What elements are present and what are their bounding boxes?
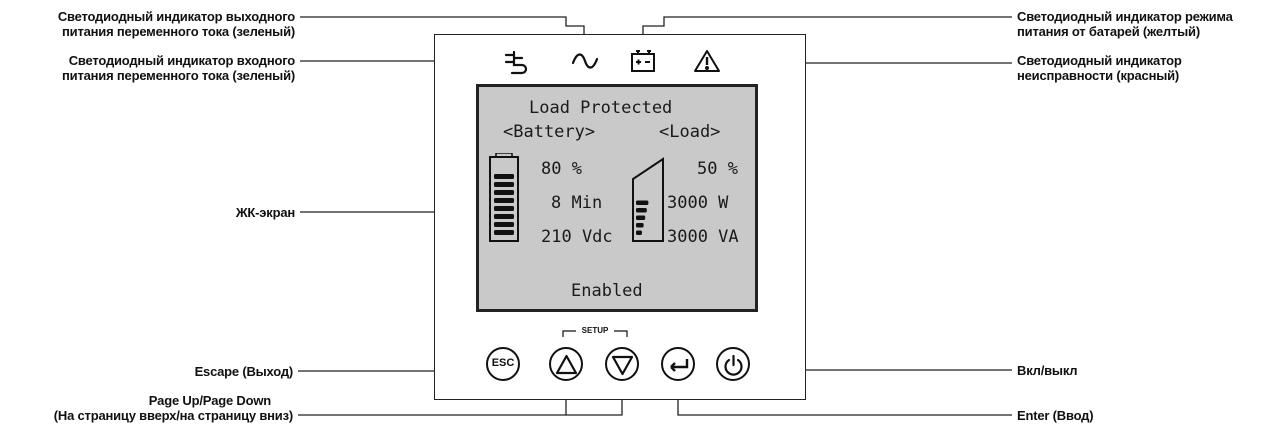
load-level-bar [636, 215, 646, 220]
callout-text: ЖК-экран [235, 205, 295, 220]
load-level-bar [636, 230, 642, 235]
battery-level-bar [494, 206, 514, 211]
battery-level-bar [494, 198, 514, 203]
esc-button[interactable]: ESC [486, 347, 520, 381]
page-up-button[interactable] [549, 347, 583, 381]
callout-text: Светодиодный индикатор входного [68, 53, 295, 68]
callout-text: Светодиодный индикатор выходного [57, 9, 295, 24]
callout-ac-output: Светодиодный индикатор выходного питания… [0, 9, 295, 39]
callout-text: питания переменного тока (зеленый) [62, 68, 295, 83]
lcd-watts: 3000 W [667, 193, 729, 213]
callout-fault: Светодиодный индикатор неисправности (кр… [1017, 53, 1182, 83]
callout-text: Enter (Ввод) [1017, 408, 1094, 423]
callout-text: Вкл/выкл [1017, 363, 1078, 378]
lcd-battery-percent: 80 % [541, 159, 582, 179]
lcd-screen: Load Protected <Battery> <Load> 80 % 8 M… [476, 84, 758, 312]
esc-button-label: ESC [491, 357, 515, 369]
page-down-button[interactable] [605, 347, 639, 381]
battery-level-bar [494, 230, 514, 235]
power-icon [724, 354, 743, 376]
battery-level-bar [494, 214, 514, 219]
callout-onoff: Вкл/выкл [1017, 363, 1078, 378]
plug-icon [502, 46, 532, 76]
battery-level-bar [494, 182, 514, 187]
callout-text: Page Up/Page Down [148, 393, 271, 408]
battery-gauge [489, 153, 519, 242]
battery-level-bar [494, 190, 514, 195]
callout-text: неисправности (красный) [1017, 68, 1180, 83]
callout-escape: Escape (Выход) [0, 364, 294, 379]
callout-text: Светодиодный индикатор режима [1017, 9, 1233, 24]
callout-text: (На страницу вверх/на страницу вниз) [53, 408, 293, 423]
load-level-bars [636, 200, 649, 235]
lcd-va: 3000 VA [667, 227, 739, 247]
callout-text: Escape (Выход) [194, 364, 294, 379]
callout-text: Светодиодный индикатор [1017, 53, 1182, 68]
battery-level-bars [494, 174, 514, 235]
callout-enter: Enter (Ввод) [1017, 408, 1094, 423]
callout-text: питания от батарей (желтый) [1017, 24, 1200, 39]
battery-icon [628, 46, 658, 76]
lcd-status: Enabled [571, 281, 643, 301]
power-button[interactable] [716, 347, 750, 381]
load-level-bar [636, 200, 649, 205]
lcd-voltage: 210 Vdc [541, 227, 613, 247]
load-level-bar [636, 223, 644, 228]
lcd-load-percent: 50 % [697, 159, 738, 179]
enter-return-icon [670, 359, 689, 372]
leader-ac-output [300, 16, 585, 40]
load-level-bar [636, 208, 647, 213]
leader-battery-mode [642, 16, 1012, 40]
callout-page-updown: Page Up/Page Down (На страницу вверх/на … [0, 393, 293, 423]
load-gauge [632, 157, 664, 242]
triangle-up-icon [555, 354, 578, 375]
warning-triangle-icon [692, 46, 722, 76]
setup-bracket: SETUP [562, 326, 628, 338]
callout-lcd: ЖК-экран [0, 205, 295, 220]
triangle-down-icon [611, 355, 634, 376]
lcd-title: Load Protected [529, 98, 673, 118]
enter-button[interactable] [661, 347, 695, 381]
sine-wave-icon [570, 46, 600, 76]
lcd-battery-header: <Battery> [503, 122, 596, 142]
lcd-runtime: 8 Min [551, 193, 603, 213]
setup-label: SETUP [581, 326, 609, 335]
callout-ac-input: Светодиодный индикатор входного питания … [0, 53, 295, 83]
battery-level-bar [494, 222, 514, 227]
lcd-load-header: <Load> [659, 122, 721, 142]
battery-level-bar [494, 174, 514, 179]
callout-text: питания переменного тока (зеленый) [62, 24, 295, 39]
callout-battery-mode: Светодиодный индикатор режима питания от… [1017, 9, 1233, 39]
